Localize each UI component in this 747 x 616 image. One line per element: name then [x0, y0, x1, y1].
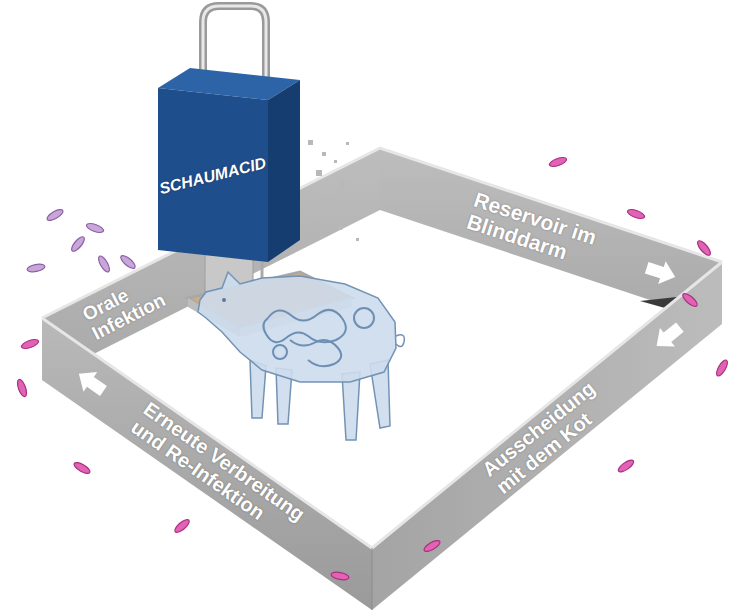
- bacterium: [696, 239, 713, 257]
- band-label: Ausscheidung mit dem Kot: [478, 374, 616, 498]
- foam-particle: [312, 214, 317, 219]
- intestine: [263, 310, 345, 342]
- foam-particle: [338, 226, 342, 230]
- bacterium: [548, 156, 567, 169]
- bacterium: [681, 292, 699, 309]
- bacterium: [27, 263, 46, 273]
- foam-particle: [356, 238, 359, 241]
- bacteria: [16, 156, 730, 581]
- foam-particle: [322, 152, 326, 156]
- band-corner: [372, 548, 373, 610]
- flow-arrows: [72, 256, 687, 401]
- feeder-front: [158, 88, 268, 262]
- pig-intestines: [263, 308, 374, 366]
- bacterium: [626, 208, 645, 221]
- bacterium: [617, 458, 636, 474]
- foam-particle: [320, 236, 323, 239]
- brand-logo: SCHAUMACID: [158, 154, 269, 198]
- foam-particle: [340, 182, 345, 187]
- foam-particle: [308, 140, 313, 145]
- feeder-side: [268, 80, 300, 262]
- flow-arrow: [649, 318, 687, 356]
- foam-particle: [350, 204, 353, 207]
- band-segment: Reservoir im Blinddarm: [460, 185, 609, 276]
- bacterium: [96, 254, 111, 273]
- band-label: Reservoir im Blinddarm: [464, 188, 604, 273]
- band-edge: [42, 262, 722, 548]
- bacterium: [45, 207, 64, 222]
- foam-particles: [308, 140, 359, 241]
- band-label: Orale Infektion: [80, 266, 181, 345]
- bacterium: [16, 378, 29, 397]
- flow-arrow: [643, 256, 679, 288]
- pig-tail: [396, 335, 404, 347]
- band-segment: Erneute Verbreitung und Re-Infektion: [122, 394, 326, 557]
- pig: [198, 272, 404, 440]
- feeder-logo: SCHAUMACID: [153, 151, 273, 200]
- band-wall: [372, 262, 722, 610]
- band-label: Erneute Verbreitung und Re-Infektion: [127, 398, 322, 553]
- foam-particle: [316, 170, 322, 176]
- band-segment: Orale Infektion: [75, 262, 185, 348]
- bacterium: [331, 571, 350, 581]
- bacterium: [422, 538, 441, 553]
- band-segment: Ausscheidung mit dem Kot: [474, 370, 621, 502]
- foam-particle: [326, 196, 330, 200]
- band-wall: [380, 148, 722, 324]
- bacterium: [173, 518, 191, 535]
- pig-body: [198, 272, 396, 382]
- bacterium: [70, 235, 87, 253]
- intestine: [354, 308, 374, 328]
- foam-particle: [346, 142, 349, 145]
- bacterium: [85, 222, 104, 235]
- band-wall: [42, 318, 372, 610]
- pig-eye: [222, 298, 226, 302]
- bacterium: [714, 358, 729, 377]
- flow-arrow: [72, 364, 110, 401]
- bacterium: [119, 254, 137, 271]
- intestine: [273, 345, 287, 359]
- bacterium: [20, 338, 39, 351]
- foam-particle: [334, 160, 337, 163]
- bacterium: [72, 460, 91, 475]
- intestine: [290, 340, 341, 366]
- loop-band-front: [42, 262, 722, 610]
